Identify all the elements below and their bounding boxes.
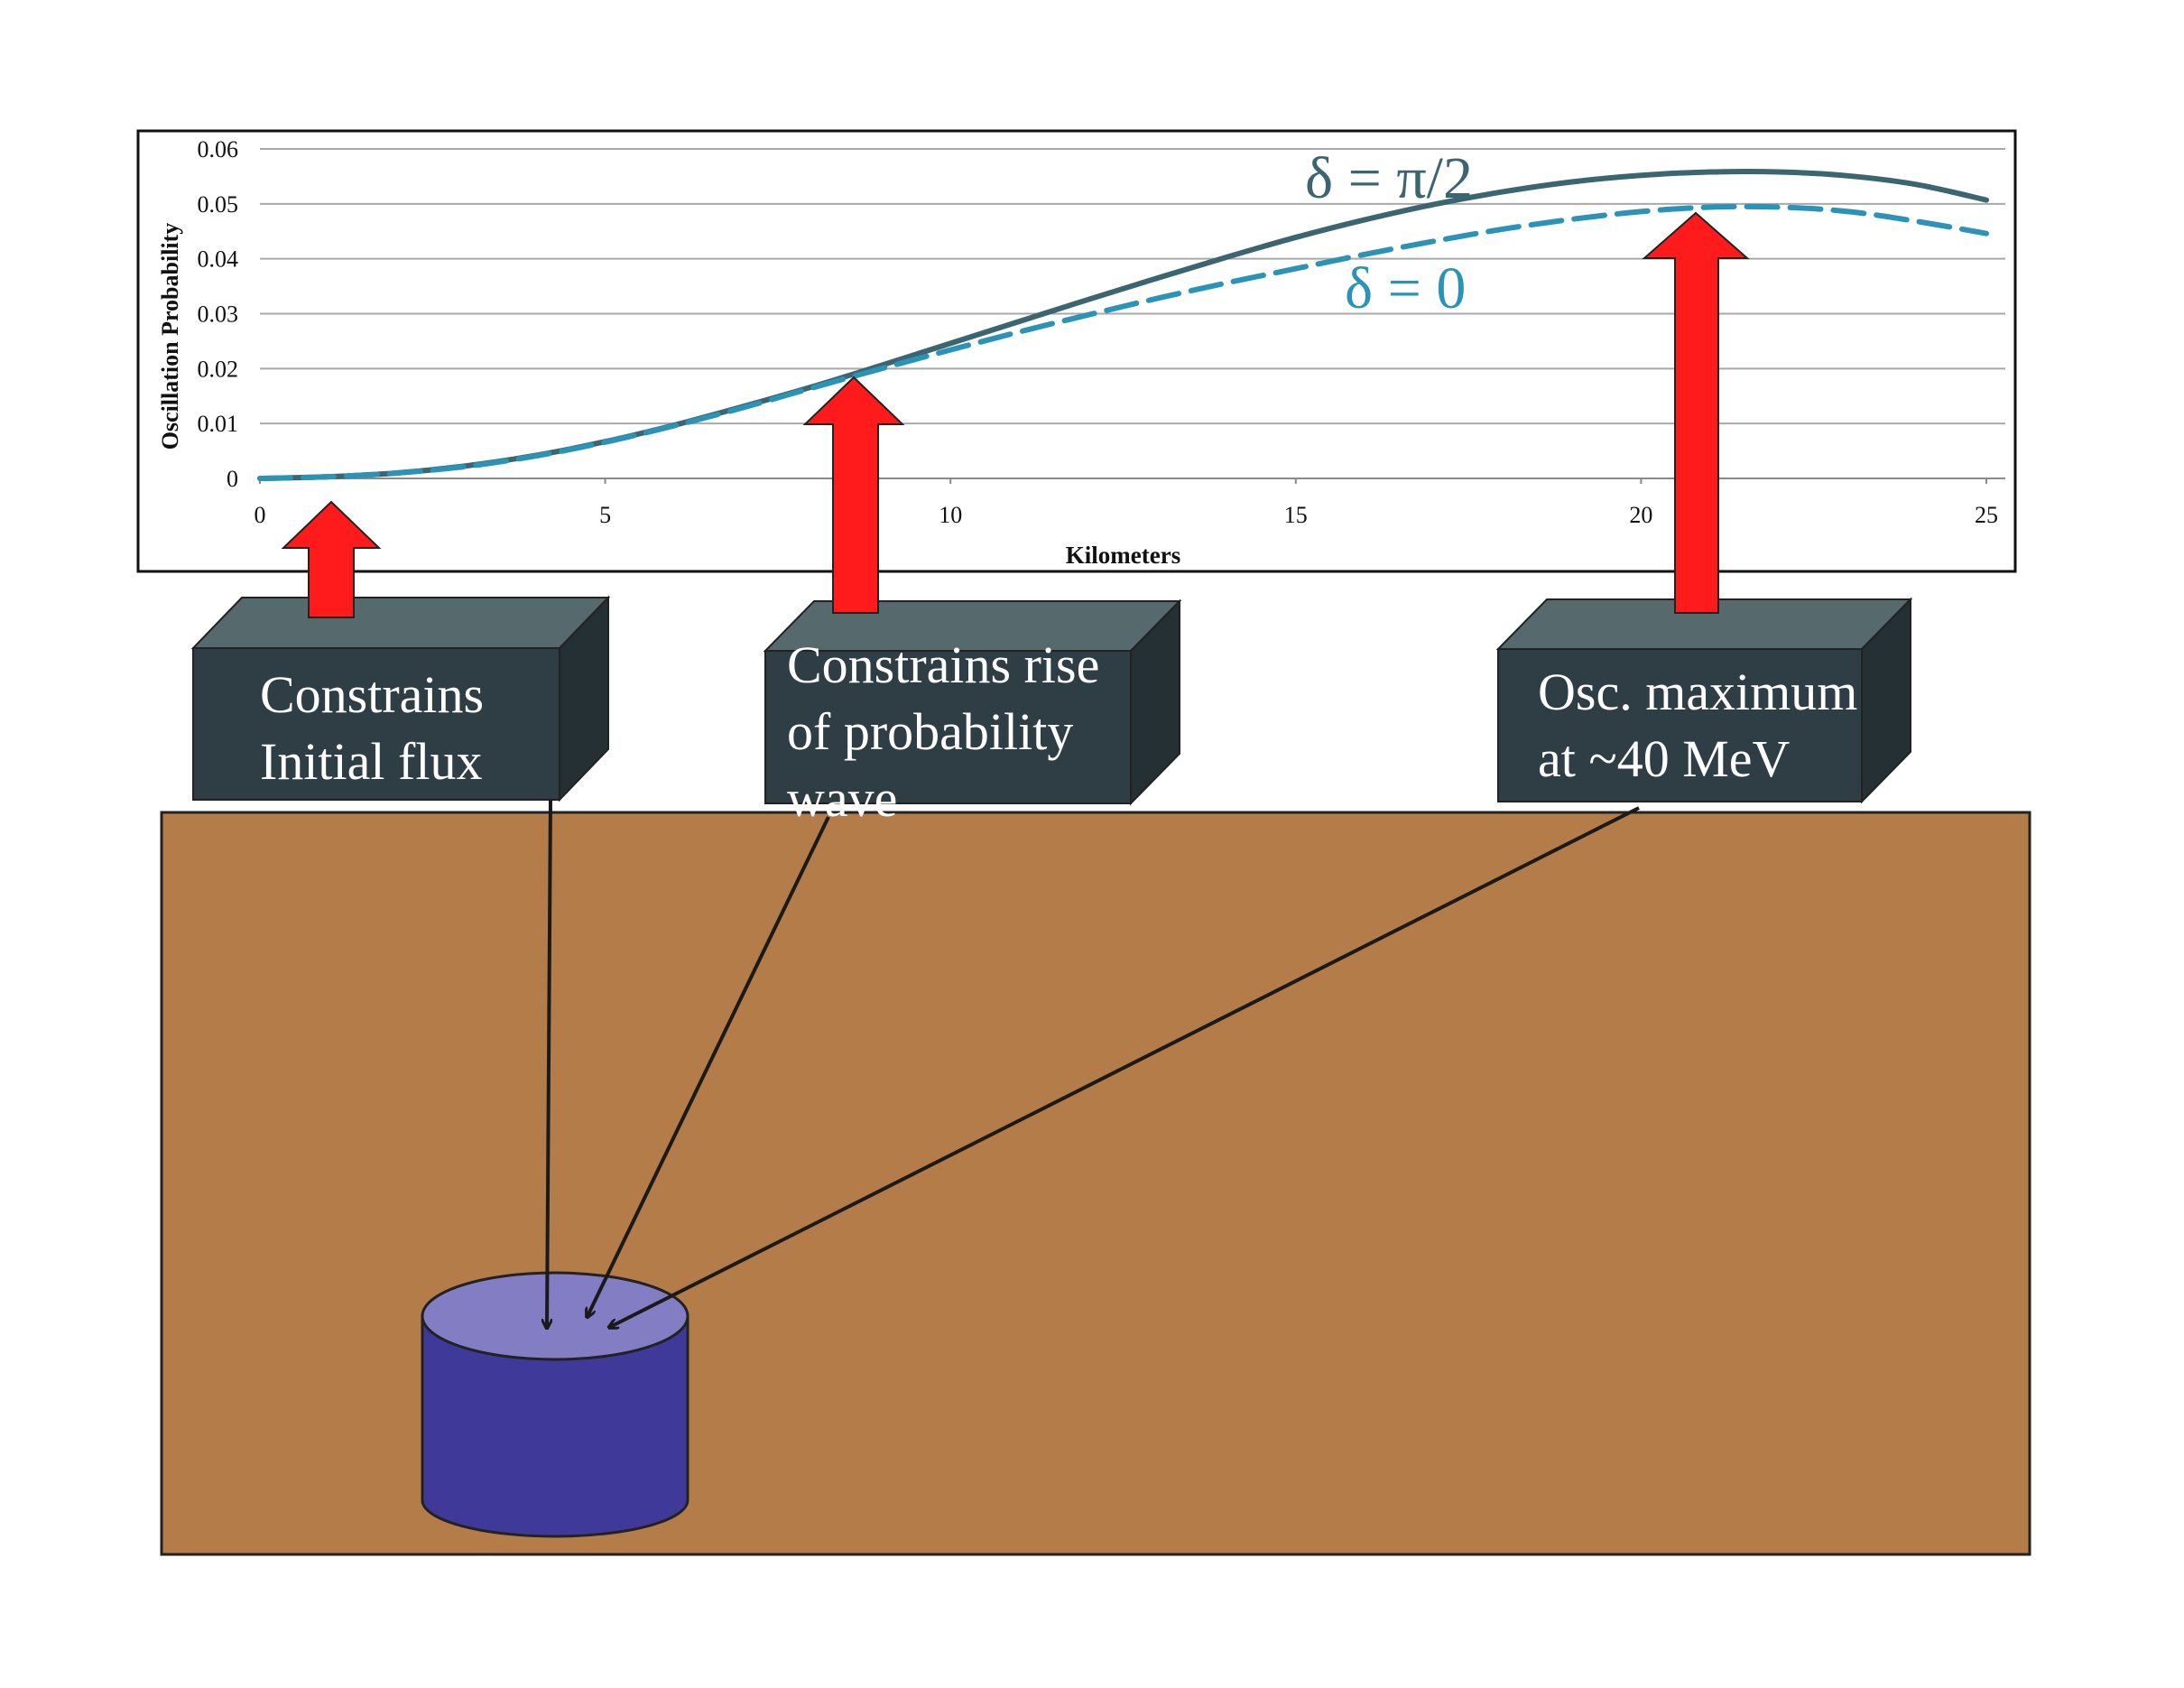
y-tick-label: 0.01 bbox=[198, 411, 239, 437]
box-initial-flux bbox=[190, 595, 611, 802]
y-tick-label: 0.02 bbox=[198, 356, 239, 382]
y-tick-label: 0.06 bbox=[198, 136, 239, 162]
connector-arrow-maximum bbox=[610, 806, 1640, 1327]
chart-frame bbox=[136, 129, 2017, 573]
y-tick-label: 0.03 bbox=[198, 301, 239, 328]
detector-body bbox=[421, 1314, 689, 1538]
x-tick-label: 0 bbox=[254, 502, 266, 528]
x-tick-label: 25 bbox=[1975, 502, 1998, 528]
x-tick-label: 20 bbox=[1629, 502, 1652, 528]
detector-cylinder bbox=[421, 1271, 689, 1538]
series-label-pi-half: δ = π/2 bbox=[1305, 145, 1473, 211]
series-label-zero: δ = 0 bbox=[1345, 255, 1467, 321]
y-tick-label: 0 bbox=[227, 466, 238, 492]
y-tick-label: 0.05 bbox=[198, 191, 239, 218]
red-arrow-initial bbox=[281, 500, 382, 618]
series-line-zero bbox=[257, 203, 1989, 481]
chart-plot-area: 0 0.01 0.02 0.03 0.04 0.05 0.06 0 5 10 15 20 25Kilom… bbox=[157, 136, 2005, 569]
connector-arrow-rise bbox=[588, 816, 830, 1316]
red-arrow-maximum bbox=[1642, 211, 1750, 614]
x-axis-label: Kilometers bbox=[1066, 542, 1180, 569]
box-text-osc-maximum: Osc. maximum at ~40 MeV bbox=[1538, 663, 1858, 788]
x-tick-label: 10 bbox=[939, 502, 962, 528]
x-tick-label: 15 bbox=[1284, 502, 1308, 528]
box-text-initial-flux: Constrains Initial flux bbox=[260, 665, 485, 791]
y-axis-label: Oscillation Probability bbox=[157, 223, 183, 450]
red-arrow-rise bbox=[802, 376, 905, 614]
detector-top bbox=[421, 1271, 689, 1361]
y-tick-label: 0.04 bbox=[198, 246, 239, 273]
box-text-probability-rise: Constrains rise of probability wave bbox=[787, 635, 1100, 828]
connector-arrow-initial bbox=[547, 799, 551, 1327]
box-osc-maximum bbox=[1495, 597, 1913, 804]
x-tick-label: 5 bbox=[599, 502, 611, 528]
